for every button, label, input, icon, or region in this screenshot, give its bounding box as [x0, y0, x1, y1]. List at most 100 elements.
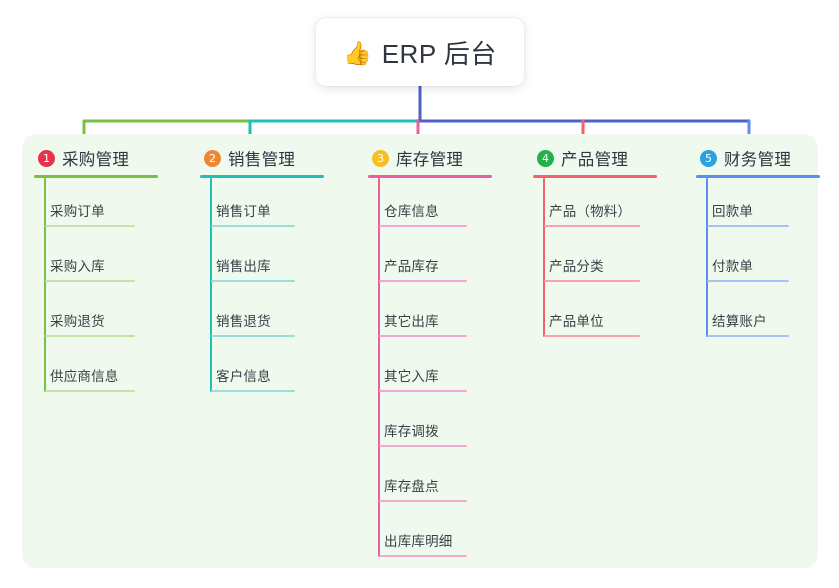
- leaf-item[interactable]: 销售出库: [188, 233, 356, 288]
- leaf-label: 产品（物料）: [549, 204, 632, 219]
- leaf-underline: [211, 335, 295, 337]
- leaf-label: 产品单位: [549, 314, 604, 329]
- leaf-item[interactable]: 客户信息: [188, 343, 356, 398]
- leaf-item[interactable]: 产品（物料）: [521, 178, 689, 233]
- leaf-label: 产品库存: [384, 259, 439, 274]
- root-title: ERP 后台: [381, 38, 497, 69]
- leaf-underline: [379, 500, 467, 502]
- leaf-item[interactable]: 库存调拨: [356, 398, 524, 453]
- branch-header-3[interactable]: 3 库存管理: [356, 146, 524, 170]
- branch-title-5: 财务管理: [724, 151, 792, 169]
- leaf-item[interactable]: 其它出库: [356, 288, 524, 343]
- branch-spine-3: [378, 178, 380, 557]
- leaf-label: 采购退货: [50, 314, 105, 329]
- branch-header-2[interactable]: 2 销售管理: [188, 146, 356, 170]
- branch-badge-4: 4: [537, 149, 554, 167]
- leaf-item[interactable]: 供应商信息: [22, 343, 190, 398]
- branch-rule-2: [200, 175, 324, 178]
- leaf-label: 库存调拨: [384, 424, 439, 439]
- thumbs-up-icon: 👍: [343, 39, 372, 66]
- leaf-label: 结算账户: [712, 314, 767, 329]
- branch-header-1[interactable]: 1 采购管理: [22, 146, 190, 170]
- leaf-item[interactable]: 仓库信息: [356, 178, 524, 233]
- branch-badge-2: 2: [204, 149, 221, 167]
- leaf-underline: [379, 225, 467, 227]
- leaf-item[interactable]: 采购订单: [22, 178, 190, 233]
- leaf-item[interactable]: 产品分类: [521, 233, 689, 288]
- leaf-underline: [379, 445, 467, 447]
- leaf-underline: [544, 225, 640, 227]
- leaf-label: 付款单: [712, 259, 754, 274]
- leaf-underline: [379, 555, 467, 557]
- leaf-label: 采购入库: [50, 259, 105, 274]
- leaf-item[interactable]: 其它入库: [356, 343, 524, 398]
- leaf-underline: [45, 225, 135, 227]
- branch-column-3: 3 库存管理仓库信息产品库存其它出库其它入库库存调拨库存盘点出库库明细: [356, 146, 524, 563]
- leaf-underline: [45, 335, 135, 337]
- branch-leaf-list-1: 采购订单采购入库采购退货供应商信息: [22, 178, 190, 398]
- leaf-label: 供应商信息: [50, 369, 119, 384]
- branch-rule-4: [533, 175, 657, 178]
- leaf-underline: [379, 335, 467, 337]
- leaf-item[interactable]: 销售订单: [188, 178, 356, 233]
- leaf-underline: [45, 390, 135, 392]
- leaf-underline: [544, 335, 640, 337]
- branch-spine-1: [44, 178, 46, 392]
- leaf-item[interactable]: 回款单: [684, 178, 824, 233]
- leaf-item[interactable]: 产品库存: [356, 233, 524, 288]
- leaf-label: 回款单: [712, 204, 754, 219]
- branch-rule-5: [696, 175, 820, 178]
- leaf-item[interactable]: 结算账户: [684, 288, 824, 343]
- branch-rule-1: [34, 175, 158, 178]
- leaf-underline: [211, 280, 295, 282]
- leaf-item[interactable]: 销售退货: [188, 288, 356, 343]
- branch-leaf-list-3: 仓库信息产品库存其它出库其它入库库存调拨库存盘点出库库明细: [356, 178, 524, 563]
- branch-title-2: 销售管理: [228, 151, 296, 169]
- leaf-item[interactable]: 采购入库: [22, 233, 190, 288]
- branch-badge-1: 1: [38, 149, 55, 167]
- leaf-label: 库存盘点: [384, 479, 439, 494]
- leaf-underline: [45, 280, 135, 282]
- branch-title-3: 库存管理: [396, 151, 464, 169]
- leaf-label: 其它入库: [384, 369, 439, 384]
- leaf-label: 销售订单: [216, 204, 271, 219]
- branch-title-1: 采购管理: [62, 151, 130, 169]
- leaf-underline: [707, 225, 789, 227]
- branch-spine-5: [706, 178, 708, 337]
- root-node-card[interactable]: 👍 ERP 后台: [316, 18, 524, 86]
- leaf-underline: [211, 390, 295, 392]
- leaf-underline: [707, 280, 789, 282]
- leaf-item[interactable]: 采购退货: [22, 288, 190, 343]
- leaf-underline: [379, 280, 467, 282]
- leaf-label: 采购订单: [50, 204, 105, 219]
- branch-badge-3: 3: [372, 149, 389, 167]
- branch-title-4: 产品管理: [561, 151, 629, 169]
- branch-column-4: 4 产品管理产品（物料） 产品分类产品单位: [521, 146, 689, 343]
- leaf-label: 其它出库: [384, 314, 439, 329]
- leaf-underline: [544, 280, 640, 282]
- branch-leaf-list-4: 产品（物料） 产品分类产品单位: [521, 178, 689, 343]
- leaf-item[interactable]: 产品单位: [521, 288, 689, 343]
- branch-header-4[interactable]: 4 产品管理: [521, 146, 689, 170]
- branch-leaf-list-2: 销售订单销售出库销售退货客户信息: [188, 178, 356, 398]
- branch-rule-3: [368, 175, 492, 178]
- leaf-label: 客户信息: [216, 369, 271, 384]
- leaf-item[interactable]: 库存盘点: [356, 453, 524, 508]
- leaf-label: 销售出库: [216, 259, 271, 274]
- leaf-label: 仓库信息: [384, 204, 439, 219]
- leaf-label: 产品分类: [549, 259, 604, 274]
- leaf-underline: [379, 390, 467, 392]
- leaf-underline: [707, 335, 789, 337]
- branch-column-1: 1 采购管理采购订单采购入库采购退货供应商信息: [22, 146, 190, 398]
- leaf-label: 销售退货: [216, 314, 271, 329]
- leaf-item[interactable]: 出库库明细: [356, 508, 524, 563]
- branch-spine-2: [210, 178, 212, 392]
- branch-leaf-list-5: 回款单付款单结算账户: [684, 178, 824, 343]
- leaf-underline: [211, 225, 295, 227]
- leaf-label: 出库库明细: [384, 534, 453, 549]
- leaf-item[interactable]: 付款单: [684, 233, 824, 288]
- diagram-panel: [22, 134, 818, 568]
